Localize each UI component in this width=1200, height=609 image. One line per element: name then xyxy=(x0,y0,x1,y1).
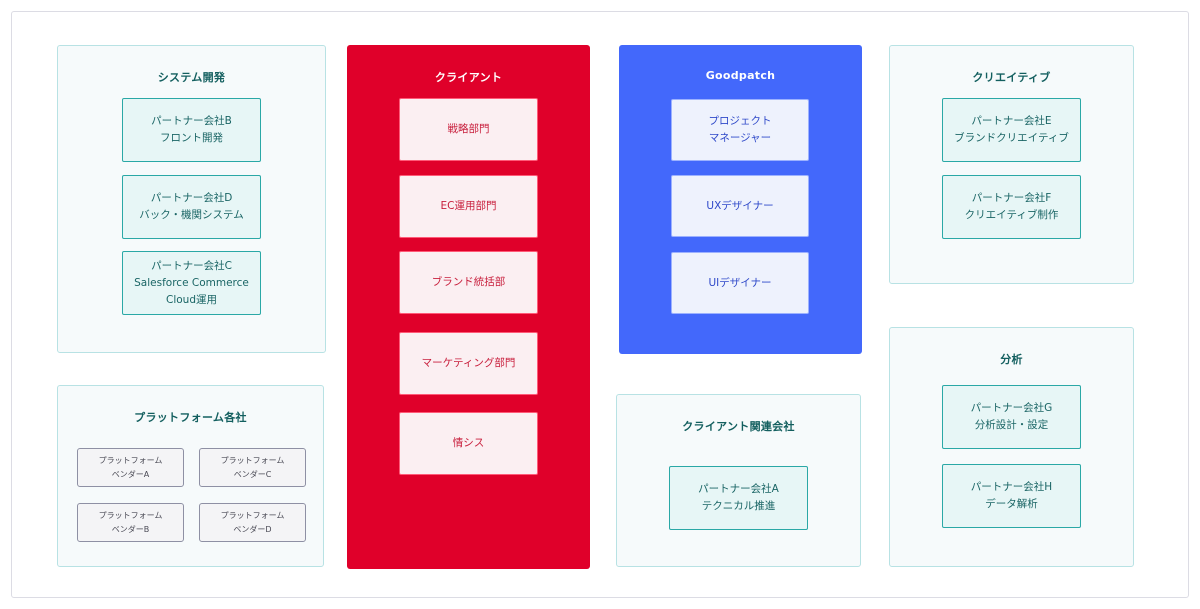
panel-title: クライアント関連会社 xyxy=(682,420,795,433)
card-strategy: 戦略部門 xyxy=(399,98,538,161)
card-role: クリエイティブ制作 xyxy=(964,209,1059,221)
card-role: バック・機関システム xyxy=(139,209,244,221)
card-name: 戦略部門 xyxy=(447,123,490,135)
card-name: UIデザイナー xyxy=(708,276,772,289)
card-partner-h: パートナー会社H データ解析 xyxy=(942,464,1081,528)
panel-client-affiliate: クライアント関連会社 パートナー会社A テクニカル推進 xyxy=(616,394,861,567)
card-name: 情シス xyxy=(452,437,485,449)
panel-title: 分析 xyxy=(1000,353,1023,366)
card-vendor-b: プラットフォーム ベンダーB xyxy=(77,503,184,542)
card-name: マーケティング部門 xyxy=(421,357,516,369)
card-name: UXデザイナー xyxy=(706,199,774,212)
panel-goodpatch: Goodpatch プロジェクト マネージャー UXデザイナー UIデザイナー xyxy=(619,45,862,354)
card-name: プラットフォーム xyxy=(98,510,163,520)
panel-title: クライアント xyxy=(434,71,503,84)
card-partner-a: パートナー会社A テクニカル推進 xyxy=(669,466,808,530)
panel-analytics: 分析 パートナー会社G 分析設計・設定 パートナー会社H データ解析 xyxy=(889,327,1134,567)
card-name: プラットフォーム xyxy=(220,510,285,520)
card-name: プラットフォーム xyxy=(220,455,285,465)
card-role: テクニカル推進 xyxy=(701,500,776,512)
card-name: パートナー会社B xyxy=(151,115,232,127)
card-role: 分析設計・設定 xyxy=(974,419,1049,431)
card-project-manager: プロジェクト マネージャー xyxy=(671,99,809,161)
card-marketing: マーケティング部門 xyxy=(399,332,538,395)
card-ui-designer: UIデザイナー xyxy=(671,252,809,314)
card-name: EC運用部門 xyxy=(440,200,497,212)
card-name: パートナー会社G xyxy=(970,402,1053,414)
card-partner-e: パートナー会社E ブランドクリエイティブ xyxy=(942,98,1081,162)
card-partner-f: パートナー会社F クリエイティブ制作 xyxy=(942,175,1081,239)
card-partner-g: パートナー会社G 分析設計・設定 xyxy=(942,385,1081,449)
card-vendor-a: プラットフォーム ベンダーA xyxy=(77,448,184,487)
card-partner-d: パートナー会社D バック・機関システム xyxy=(122,175,261,239)
panel-system-dev: システム開発 パートナー会社B フロント開発 パートナー会社D バック・機関シス… xyxy=(57,45,326,353)
card-name: パートナー会社H xyxy=(970,481,1053,493)
card-role: データ解析 xyxy=(985,498,1038,510)
card-role: ブランドクリエイティブ xyxy=(954,132,1069,144)
card-name: パートナー会社F xyxy=(971,192,1052,204)
card-role: Salesforce Commerce xyxy=(134,276,249,289)
card-ux-designer: UXデザイナー xyxy=(671,175,809,237)
card-role: ベンダーD xyxy=(233,524,272,534)
panel-title: システム開発 xyxy=(157,71,226,84)
panel-title: クリエイティブ xyxy=(972,71,1051,84)
card-name-cont: マネージャー xyxy=(708,132,772,144)
card-name: ブランド統括部 xyxy=(431,276,506,288)
card-partner-c: パートナー会社C Salesforce Commerce Cloud運用 xyxy=(122,251,261,315)
panel-title: プラットフォーム各社 xyxy=(134,411,247,424)
card-vendor-c: プラットフォーム ベンダーC xyxy=(199,448,306,487)
card-role: フロント開発 xyxy=(160,132,223,144)
card-name: パートナー会社D xyxy=(150,192,233,204)
panel-title: Goodpatch xyxy=(705,69,776,82)
panel-creative: クリエイティブ パートナー会社E ブランドクリエイティブ パートナー会社F クリ… xyxy=(889,45,1134,284)
card-role-cont: Cloud運用 xyxy=(166,293,217,306)
card-name: プロジェクト xyxy=(708,115,772,127)
card-name: パートナー会社A xyxy=(698,483,779,495)
panel-client: クライアント 戦略部門 EC運用部門 ブランド統括部 マーケティング部門 情シス xyxy=(347,45,590,569)
card-brand: ブランド統括部 xyxy=(399,251,538,314)
panel-platforms: プラットフォーム各社 プラットフォーム ベンダーA プラットフォーム ベンダーC… xyxy=(57,385,324,567)
card-role: ベンダーB xyxy=(111,524,150,534)
card-name: パートナー会社C xyxy=(151,259,232,272)
card-name: プラットフォーム xyxy=(98,455,163,465)
card-role: ベンダーC xyxy=(233,469,272,479)
card-partner-b: パートナー会社B フロント開発 xyxy=(122,98,261,162)
card-name: パートナー会社E xyxy=(971,115,1052,127)
card-it: 情シス xyxy=(399,412,538,475)
card-vendor-d: プラットフォーム ベンダーD xyxy=(199,503,306,542)
card-ec-operations: EC運用部門 xyxy=(399,175,538,238)
card-role: ベンダーA xyxy=(111,469,150,479)
